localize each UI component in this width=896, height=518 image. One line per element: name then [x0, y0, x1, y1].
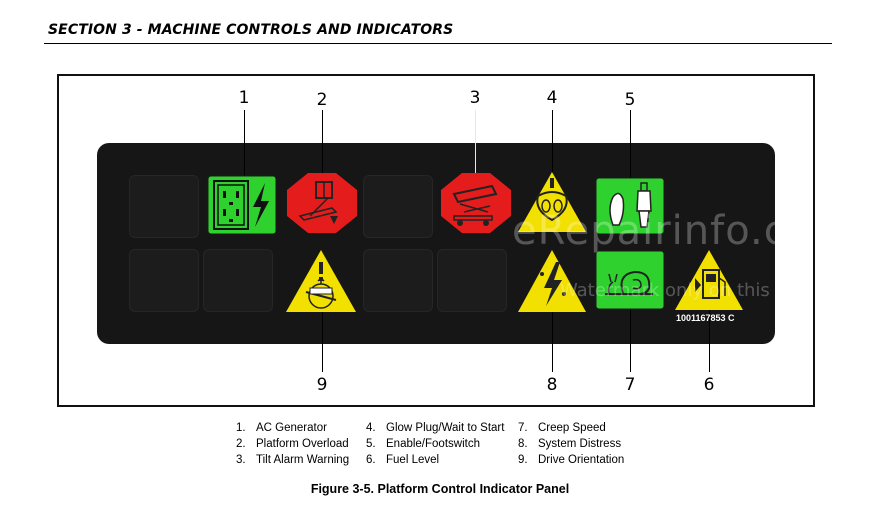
creep-speed-indicator: [595, 250, 665, 310]
legend-column-3: 7.Creep Speed 8.System Distress 9.Drive …: [518, 420, 624, 468]
ac-generator-indicator: [207, 175, 277, 235]
legend-item: 5.Enable/Footswitch: [366, 438, 480, 450]
part-code: 1001167853 C: [676, 313, 735, 323]
figure-caption: Figure 3-5. Platform Control Indicator P…: [310, 482, 570, 496]
leader-line-1: [244, 110, 245, 180]
footswitch-indicator: [595, 177, 665, 235]
legend-item: 6.Fuel Level: [366, 454, 440, 466]
indicator-panel: [97, 143, 775, 344]
section-divider: [44, 43, 832, 44]
callout-number-2: 2: [316, 90, 328, 110]
leader-line-5: [630, 110, 631, 180]
drive-orientation-indicator: [284, 248, 358, 314]
legend-item: 2.Platform Overload: [236, 438, 349, 450]
empty-slot: [363, 249, 433, 312]
legend-item: 7.Creep Speed: [518, 422, 606, 434]
empty-slot: [129, 249, 199, 312]
empty-slot: [129, 175, 199, 238]
legend-item: 1.AC Generator: [236, 422, 327, 434]
empty-slot: [203, 249, 273, 312]
leader-line-8: [552, 296, 553, 372]
empty-slot: [363, 175, 433, 238]
legend-column-2: 4.Glow Plug/Wait to Start 5.Enable/Foots…: [366, 420, 504, 468]
leader-line-6: [709, 298, 710, 372]
callout-number-7: 7: [624, 375, 636, 395]
legend-item: 9.Drive Orientation: [518, 454, 625, 466]
tilt-alarm-indicator: [440, 172, 512, 234]
glow-plug-indicator: [516, 170, 588, 234]
leader-line-2: [322, 110, 323, 174]
drive-orientation-icon: [286, 250, 356, 312]
callout-number-5: 5: [624, 90, 636, 110]
snail-icon: [595, 250, 665, 310]
callout-number-9: 9: [316, 375, 328, 395]
leader-line-7: [630, 300, 631, 372]
legend-item: 8.System Distress: [518, 438, 622, 450]
callout-number-4: 4: [546, 88, 558, 108]
footswitch-icon: [595, 177, 665, 235]
system-distress-indicator: [516, 248, 588, 314]
callout-number-8: 8: [546, 375, 558, 395]
platform-overload-indicator: [286, 172, 358, 234]
fuel-pump-icon: [675, 250, 743, 310]
tilt-alarm-icon: [441, 173, 511, 233]
legend-item: 3.Tilt Alarm Warning: [236, 454, 350, 466]
section-title: SECTION 3 - MACHINE CONTROLS AND INDICAT…: [48, 22, 454, 38]
callout-number-3: 3: [469, 88, 481, 108]
legend-item: 4.Glow Plug/Wait to Start: [366, 422, 505, 434]
leader-line-9: [322, 296, 323, 372]
platform-overload-icon: [287, 173, 357, 233]
legend-column-1: 1.AC Generator 2.Platform Overload 3.Til…: [236, 420, 349, 468]
fuel-level-indicator: [673, 248, 745, 312]
empty-slot: [437, 249, 507, 312]
leader-line-3: [475, 110, 476, 175]
callout-number-1: 1: [238, 88, 250, 108]
ac-outlet-lightning-icon: [207, 175, 277, 235]
leader-line-4: [552, 110, 553, 178]
callout-number-6: 6: [703, 375, 715, 395]
glow-plug-icon: [518, 172, 586, 232]
lightning-icon: [518, 250, 586, 312]
